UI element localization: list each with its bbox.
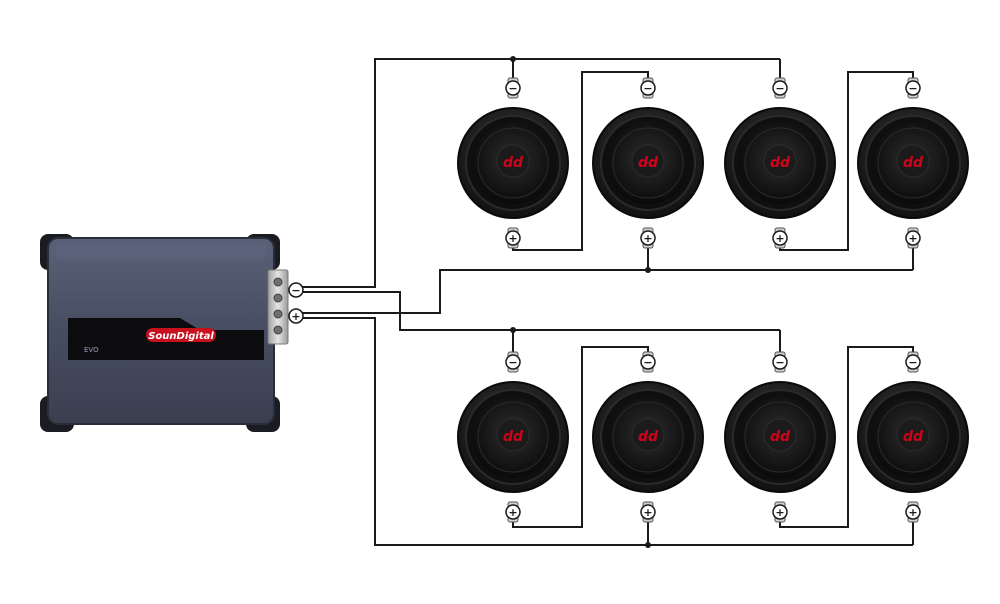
amp-terminal-screw: [273, 277, 283, 287]
speaker-positive-terminal: +: [505, 227, 521, 249]
wire-positive-top-feed: [296, 269, 913, 314]
speaker-logo-text: dd: [638, 429, 659, 445]
speaker-negative-terminal: −: [640, 351, 656, 373]
amp-brand-text: SounDigital: [148, 331, 214, 342]
amp-model-badge: EVO: [84, 346, 99, 354]
junction-dot: [645, 267, 651, 273]
speaker-logo: dd: [903, 429, 924, 445]
speaker-positive-terminal-symbol: +: [508, 506, 517, 519]
junctions: [510, 56, 651, 548]
amp-terminal-screw: [273, 325, 283, 335]
speaker-positive-terminal: +: [640, 227, 656, 249]
junction-dot: [510, 56, 516, 62]
speaker-positive-terminal-symbol: +: [643, 506, 652, 519]
speaker-negative-terminal-symbol: −: [508, 356, 517, 369]
speaker-logo: dd: [503, 429, 524, 445]
amplifier: SounDigital EVO − +: [40, 234, 304, 432]
amp-terminal-screw: [273, 293, 283, 303]
speaker-negative-terminal: −: [505, 351, 521, 373]
speaker: dd − +: [724, 351, 836, 523]
speaker-positive-terminal: +: [772, 227, 788, 249]
speaker-negative-terminal: −: [772, 351, 788, 373]
speaker-positive-terminal-symbol: +: [908, 506, 917, 519]
speaker-negative-terminal-symbol: −: [508, 82, 517, 95]
speaker-positive-terminal: +: [640, 501, 656, 523]
amp-brand-logo: SounDigital: [146, 328, 216, 342]
speaker-logo: dd: [503, 155, 524, 171]
speaker-positive-terminal-symbol: +: [775, 506, 784, 519]
speaker-positive-terminal-symbol: +: [508, 232, 517, 245]
amp-positive-symbol: +: [291, 310, 300, 323]
speaker-negative-terminal-symbol: −: [643, 356, 652, 369]
speakers: dd − + dd − + dd − + dd − + dd − + dd − + dd − + dd − +: [457, 77, 969, 523]
speaker-negative-terminal: −: [772, 77, 788, 99]
amp-top-bevel: [56, 244, 266, 260]
junction-dot: [645, 542, 651, 548]
amp-negative-terminal-marker: −: [288, 282, 304, 298]
speaker-negative-terminal: −: [905, 351, 921, 373]
speaker-negative-terminal-symbol: −: [908, 82, 917, 95]
speaker-logo: dd: [638, 429, 659, 445]
wire-negative-top-feed: [296, 58, 780, 288]
speaker-logo-text: dd: [503, 155, 524, 171]
wires: [296, 58, 914, 546]
speaker-logo-text: dd: [770, 155, 791, 171]
speaker-logo: dd: [770, 429, 791, 445]
speaker: dd − +: [857, 351, 969, 523]
speaker-negative-terminal-symbol: −: [775, 82, 784, 95]
speaker-positive-terminal-symbol: +: [643, 232, 652, 245]
speaker-logo: dd: [903, 155, 924, 171]
speaker-logo-text: dd: [638, 155, 659, 171]
speaker: dd − +: [457, 77, 569, 249]
wire-negative-bottom-feed: [296, 291, 780, 331]
amp-terminal-screw: [273, 309, 283, 319]
amp-positive-terminal-marker: +: [288, 308, 304, 324]
speaker-logo-text: dd: [903, 429, 924, 445]
speaker-logo-text: dd: [770, 429, 791, 445]
speaker-negative-terminal: −: [905, 77, 921, 99]
amp-negative-symbol: −: [291, 284, 300, 297]
speaker-negative-terminal-symbol: −: [643, 82, 652, 95]
speaker-positive-terminal-symbol: +: [908, 232, 917, 245]
speaker-logo: dd: [770, 155, 791, 171]
speaker-positive-terminal: +: [772, 501, 788, 523]
speaker: dd − +: [857, 77, 969, 249]
speaker: dd − +: [724, 77, 836, 249]
speaker-positive-terminal: +: [905, 227, 921, 249]
speaker: dd − +: [592, 77, 704, 249]
speaker-positive-terminal: +: [505, 501, 521, 523]
speaker-negative-terminal-symbol: −: [775, 356, 784, 369]
wire-positive-bottom-feed: [296, 317, 913, 546]
speaker-positive-terminal-symbol: +: [775, 232, 784, 245]
speaker-positive-terminal: +: [905, 501, 921, 523]
wire-bottom-s1-s2-link: [512, 346, 649, 528]
speaker-logo-text: dd: [903, 155, 924, 171]
amp-terminal-block: [267, 269, 289, 345]
speaker-logo: dd: [638, 155, 659, 171]
junction-dot: [510, 327, 516, 333]
speaker-logo-text: dd: [503, 429, 524, 445]
speaker-negative-terminal-symbol: −: [908, 356, 917, 369]
speaker: dd − +: [457, 351, 569, 523]
speaker-negative-terminal: −: [640, 77, 656, 99]
speaker-negative-terminal: −: [505, 77, 521, 99]
speaker: dd − +: [592, 351, 704, 523]
wire-bottom-s3-s4-link: [779, 346, 914, 528]
